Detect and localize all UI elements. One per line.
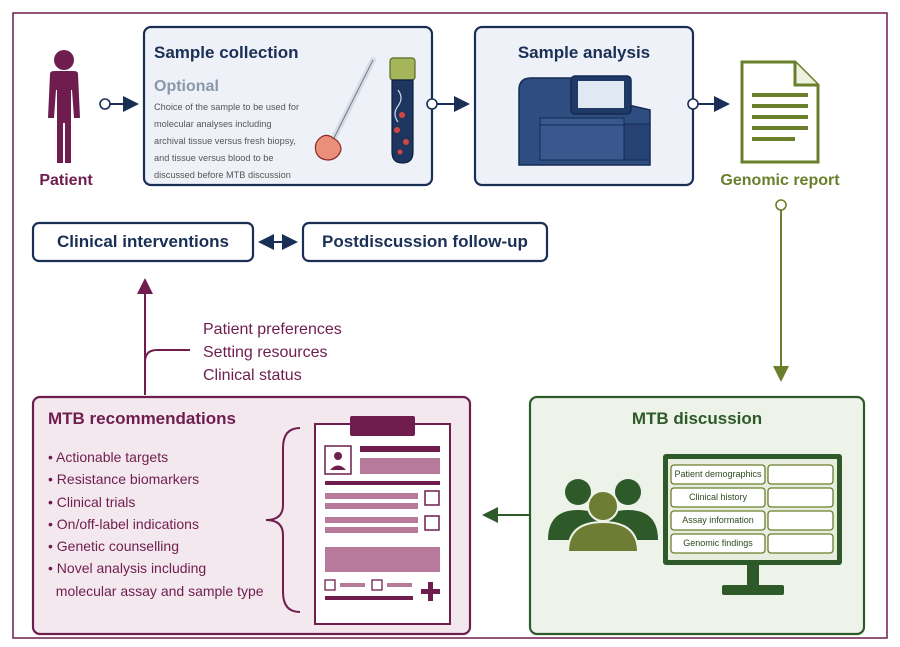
recommendation-item: • On/off-label indications <box>48 515 199 532</box>
factor-line: Clinical status <box>203 367 302 384</box>
mtb-recommendations-title: MTB recommendations <box>48 409 236 428</box>
arrow-analysis-to-report <box>687 96 730 112</box>
field-clinical-history: Clinical history <box>688 492 748 502</box>
factor-line: Setting resources <box>203 344 328 361</box>
field-genomic-findings: Genomic findings <box>683 538 753 548</box>
outer-frame <box>12 12 888 639</box>
recommendation-item: • Resistance biomarkers <box>48 471 200 488</box>
recommendation-item: • Clinical trials <box>48 493 136 510</box>
description-line: discussed before MTB discussion <box>154 170 291 180</box>
arrow-recommendations-to-interventions <box>137 278 190 395</box>
factor-line: Patient preferences <box>203 321 342 338</box>
field-assay-information: Assay information <box>682 515 754 525</box>
clinical-interventions-box <box>31 221 255 263</box>
sample-collection-subtitle: Optional <box>154 78 219 95</box>
arrow-collection-to-analysis <box>426 96 470 112</box>
sample-tube-icon <box>389 57 416 164</box>
clinical-interventions-label: Clinical interventions <box>57 232 229 251</box>
biopsy-tool-icon <box>314 57 376 161</box>
patient-icon <box>48 50 80 163</box>
recommendation-item: • Actionable targets <box>48 449 169 465</box>
curly-brace <box>265 427 301 613</box>
monitor-field-boxes <box>670 464 834 554</box>
sample-collection-title: Sample collection <box>154 43 299 62</box>
field-patient-demographics: Patient demographics <box>674 469 762 479</box>
arrow-patient-to-collection <box>99 96 139 112</box>
recommendation-item: • Genetic counselling <box>48 538 179 555</box>
sample-collection-description: Choice of the sample to be used for mole… <box>154 99 314 184</box>
decision-factors: Patient preferences Setting resources Cl… <box>203 318 342 387</box>
description-line: and tissue versus blood to be <box>154 153 274 163</box>
people-group-icon <box>548 479 658 553</box>
arrow-report-to-discussion <box>773 199 789 382</box>
sample-analysis-title: Sample analysis <box>517 43 651 62</box>
recommendation-item: molecular assay and sample type <box>48 582 264 599</box>
recommendations-list: • Actionable targets • Resistance biomar… <box>48 446 264 602</box>
description-line: archival tissue versus fresh biopsy, <box>154 136 296 146</box>
postdiscussion-box <box>301 221 549 263</box>
postdiscussion-label: Postdiscussion follow-up <box>322 232 528 251</box>
document-icon <box>740 60 820 164</box>
sequencer-icon <box>518 75 651 166</box>
mtb-discussion-title: MTB discussion <box>631 409 763 428</box>
patient-label: Patient <box>39 172 93 189</box>
description-line: molecular analyses including <box>154 119 272 129</box>
clipboard-icon <box>314 416 451 625</box>
genomic-report-label: Genomic report <box>720 172 840 189</box>
description-line: Choice of the sample to be used for <box>154 102 300 112</box>
recommendation-item: • Novel analysis including <box>48 560 207 577</box>
